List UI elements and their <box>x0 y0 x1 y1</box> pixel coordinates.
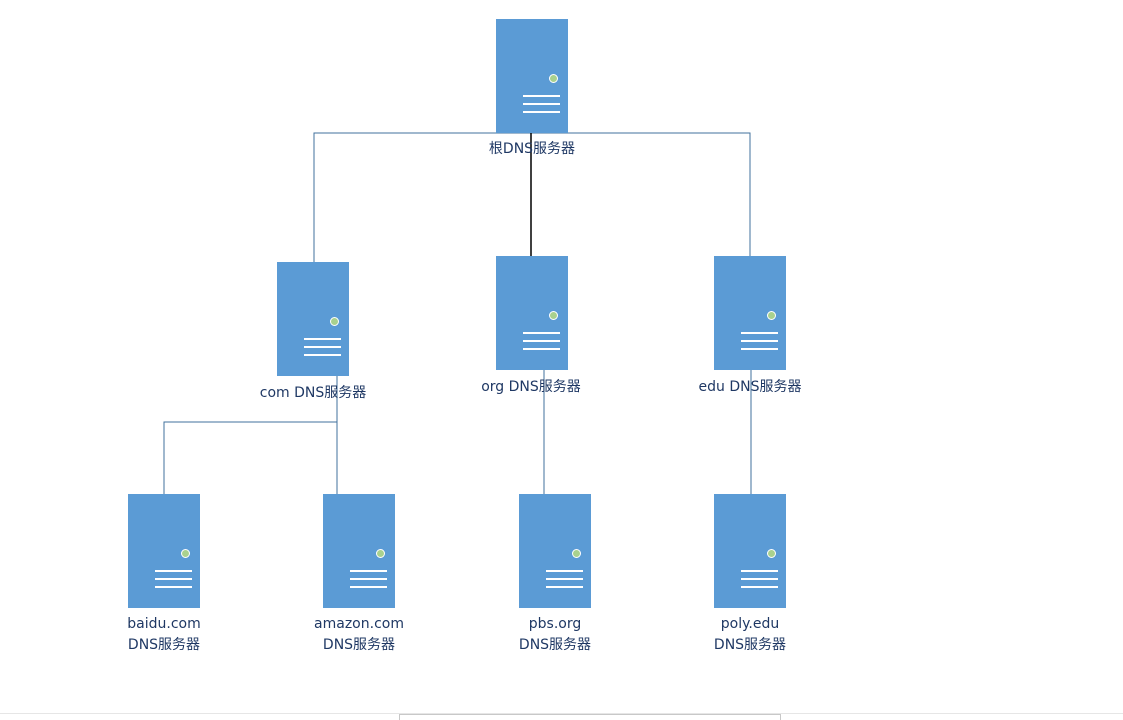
edu-dns-server-icon <box>714 256 786 370</box>
status-led <box>549 74 558 83</box>
org-dns-server-icon <box>496 256 568 370</box>
com-dns-label-text: com DNS服务器 <box>259 385 367 401</box>
amazon-dns-label: amazon.com DNS服务器 <box>259 614 459 656</box>
poly-dns-label: poly.edu DNS服务器 <box>650 614 850 656</box>
root-dns-label-text: 根DNS服务器 <box>488 141 576 157</box>
status-led <box>330 317 339 326</box>
connector-com-baidu <box>163 376 338 494</box>
server-bars <box>304 338 341 362</box>
com-dns-label: com DNS服务器 <box>213 383 413 404</box>
server-bars <box>523 332 560 356</box>
root-dns-label: 根DNS服务器 <box>432 139 632 160</box>
edu-dns-label-text: edu DNS服务器 <box>698 379 802 395</box>
server-bars <box>155 570 192 594</box>
server-bars <box>350 570 387 594</box>
poly-dns-label-line1: poly.edu <box>720 616 780 632</box>
baidu-dns-server-icon <box>128 494 200 608</box>
amazon-dns-label-line1: amazon.com <box>314 616 404 632</box>
poly-dns-label-line2: DNS服务器 <box>713 637 787 653</box>
status-led <box>572 549 581 558</box>
pbs-dns-server-icon <box>519 494 591 608</box>
pbs-dns-label-line1: pbs.org <box>528 616 582 632</box>
status-led <box>376 549 385 558</box>
status-led <box>767 311 776 320</box>
edu-dns-label: edu DNS服务器 <box>650 377 850 398</box>
pbs-dns-label: pbs.org DNS服务器 <box>455 614 655 656</box>
page-bottom-divider <box>0 713 1123 714</box>
status-led <box>767 549 776 558</box>
server-bars <box>546 570 583 594</box>
org-dns-label: org DNS服务器 <box>431 377 631 398</box>
root-dns-server-icon <box>496 19 568 133</box>
amazon-dns-label-line2: DNS服务器 <box>322 637 396 653</box>
server-bars <box>523 95 560 119</box>
baidu-dns-label-line1: baidu.com <box>127 616 201 632</box>
status-led <box>181 549 190 558</box>
baidu-dns-label: baidu.com DNS服务器 <box>64 614 264 656</box>
connector-root-edu <box>532 132 751 256</box>
connector-root-com <box>313 132 532 262</box>
amazon-dns-server-icon <box>323 494 395 608</box>
com-dns-server-icon <box>277 262 349 376</box>
baidu-dns-label-line2: DNS服务器 <box>127 637 201 653</box>
page-bottom-box <box>399 714 781 720</box>
server-bars <box>741 332 778 356</box>
pbs-dns-label-line2: DNS服务器 <box>518 637 592 653</box>
poly-dns-server-icon <box>714 494 786 608</box>
server-bars <box>741 570 778 594</box>
status-led <box>549 311 558 320</box>
org-dns-label-text: org DNS服务器 <box>481 379 581 395</box>
